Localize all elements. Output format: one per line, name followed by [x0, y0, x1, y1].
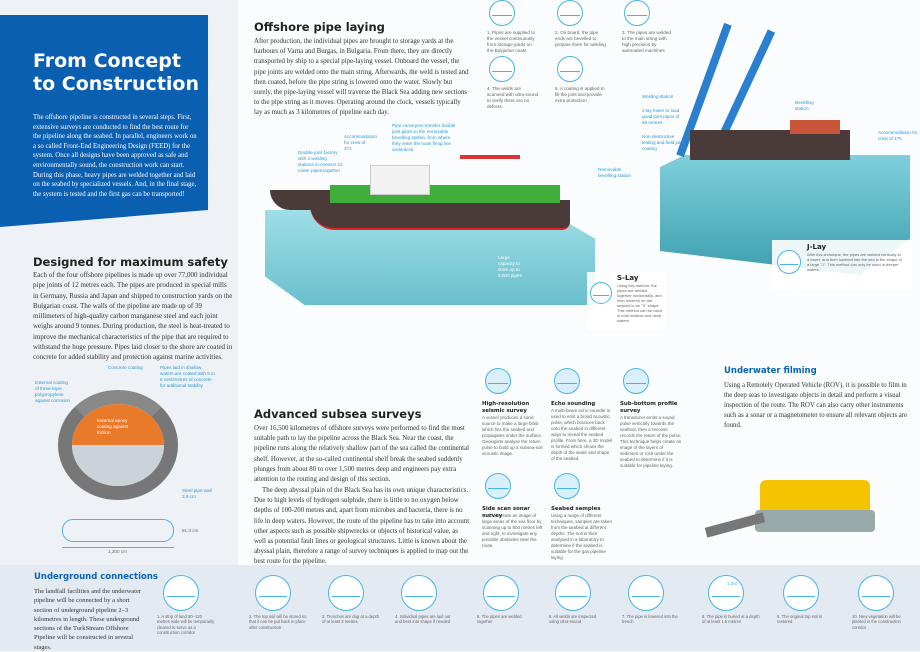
offshore-step-icon — [557, 56, 583, 82]
survey-text: Using a range of different techniques, s… — [551, 513, 613, 560]
offshore-step-icon — [557, 0, 583, 26]
label-epoxy: External epoxy coating against friction — [97, 418, 128, 435]
survey-icon — [485, 368, 511, 394]
survey-text: A vessel produces a sonic source to make… — [482, 415, 543, 456]
label-diameter: 81.3 cm — [182, 528, 199, 533]
survey-text: Used to create an image of large areas o… — [482, 513, 543, 548]
slay-title: S-Lay — [617, 274, 639, 282]
underground-step-icon — [328, 575, 364, 611]
underground-text: The landfall facilities and the underwat… — [34, 588, 142, 651]
offshore-text: After production, the individual pipes a… — [254, 38, 469, 117]
underground-step-caption: 10. New vegetation will be planted in th… — [852, 614, 901, 630]
surveys-text-2: The deep abyssal plain of the Black Sea … — [254, 487, 470, 566]
survey-title: Side scan sonar survey — [482, 506, 530, 519]
label-external: External coating of three-layer polyprop… — [35, 380, 70, 403]
safety-title: Designed for maximum safety — [33, 255, 228, 269]
underground-step-icon — [708, 575, 744, 611]
jlay-info-box: J-Lay With this technique, the pipes are… — [772, 240, 912, 290]
surveys-text-1: Over 16,500 kilometres of offshore surve… — [254, 425, 470, 484]
label-shallow: Pipes laid in shallow waters are coated … — [160, 365, 215, 388]
survey-title: Seabed samples — [551, 506, 601, 512]
jlay-vessel — [676, 20, 880, 170]
underground-step-caption: 5. The pipes are welded together — [477, 614, 522, 625]
ship-label-accommodation: Accommodation for crew of 371 — [344, 134, 377, 151]
jlay-label-bevelling: Bevelling station — [795, 100, 814, 111]
underground-band — [0, 565, 920, 651]
hero-title-line1: From Concept — [33, 50, 181, 72]
offshore-step-caption: 2. On board, the pipe ends are bevelled … — [555, 30, 606, 47]
underground-step-icon — [255, 575, 291, 611]
depth-mark: 1.5m — [727, 581, 738, 586]
pipe-dimension-drawing — [62, 519, 174, 542]
filming-title: Underwater filming — [724, 366, 817, 376]
ship-label-factory: Double-joint factory with 2 welding stat… — [298, 150, 343, 173]
underground-step-icon — [401, 575, 437, 611]
underground-step-caption: 7. The pipe is lowered into the trench — [622, 614, 678, 625]
label-concrete: Concrete coating — [108, 365, 143, 370]
slay-info-box: S-Lay Using this method, the pipes are w… — [587, 272, 665, 330]
underground-step-icon — [163, 575, 199, 611]
underground-step-caption: 2. The top soil will be stored so that i… — [249, 614, 307, 630]
hero-text: The offshore pipeline is constructed in … — [33, 114, 197, 198]
underground-step-caption: 3. Trenches are dug at a depth of at lea… — [322, 614, 380, 625]
pipe-cross-section — [48, 380, 188, 500]
jlay-title: J-Lay — [807, 243, 827, 251]
slay-icon — [590, 282, 612, 304]
underground-step-icon — [783, 575, 819, 611]
hero-panel — [0, 15, 208, 227]
length-dimension-line — [62, 547, 174, 548]
offshore-step-icon — [489, 0, 515, 26]
survey-icon — [485, 473, 511, 499]
jlay-label-welding: Welding station — [642, 94, 674, 99]
survey-icon — [623, 368, 649, 394]
jlay-text: With this technique, the pipes are welde… — [807, 252, 902, 272]
underground-step-caption: 8. The pipe is buried at a depth of at l… — [702, 614, 760, 625]
underground-step-icon — [555, 575, 591, 611]
underground-title: Underground connections — [34, 572, 158, 582]
underground-step-caption: 4. Individual pipes are laid out and ben… — [395, 614, 451, 625]
survey-title: High-resolution seismic survey — [482, 401, 530, 414]
offshore-step-icon — [624, 0, 650, 26]
surveys-title: Advanced subsea surveys — [254, 407, 422, 421]
underground-step-caption: 1. A strip of land 60–120 metres wide wi… — [157, 614, 215, 636]
filming-text: Using a Remotely Operated Vehicle (ROV),… — [724, 382, 908, 429]
hero-title: From Concept to Construction — [33, 50, 199, 96]
survey-icon — [554, 368, 580, 394]
survey-text: A transducer emits a sound pulse vertica… — [620, 415, 682, 468]
slay-text: Using this method, the pipes are welded … — [617, 283, 662, 323]
label-length: 1,200 cm — [108, 549, 127, 554]
offshore-step-caption: 1. Pipes are supplied to the vessel cont… — [487, 30, 536, 53]
underground-step-caption: 9. The original top soil is restored — [777, 614, 823, 625]
ship-label-bevelling: Removable bevelling station — [598, 167, 631, 178]
jlay-label-accommodation: Accommodation for crew of 175 — [878, 130, 918, 141]
rov-illustration — [704, 470, 880, 540]
offshore-step-icon — [489, 56, 515, 82]
underground-step-icon — [483, 575, 519, 611]
jlay-label-ndt: Non-destructive testing and field joint … — [642, 134, 684, 151]
jlay-icon — [777, 250, 801, 274]
offshore-step-caption: 3. The pipes are welded to the main stri… — [622, 30, 671, 53]
underground-step-caption: 6. All welds are inspected using ultra-s… — [549, 614, 597, 625]
slay-vessel — [270, 155, 570, 235]
hero-title-line2: to Construction — [33, 73, 199, 95]
underground-step-icon — [858, 575, 894, 611]
jlay-label-tower: J-lay tower to load quad joint pipes of … — [642, 108, 680, 125]
survey-icon — [554, 473, 580, 499]
underground-step-icon — [628, 575, 664, 611]
survey-title: Sub-bottom profile survey — [620, 401, 678, 414]
safety-text: Each of the four offshore pipelines is m… — [33, 271, 233, 362]
ship-label-storage: Large capacity to store up to 9,000 pipe… — [498, 255, 522, 278]
label-steel: Steel pipe wall 3.9 cm — [182, 488, 212, 499]
ship-label-conveyors: Pipe conveyors transfer double joint pip… — [392, 123, 456, 152]
offshore-title: Offshore pipe laying — [254, 20, 385, 34]
offshore-step-caption: 5. A coating is applied to fill the join… — [555, 86, 605, 103]
survey-text: A multi-beam echo sounder is used to emi… — [551, 408, 613, 461]
survey-title: Echo sounding — [551, 401, 596, 407]
offshore-step-caption: 4. The welds are scanned with ultra-soun… — [487, 86, 539, 109]
